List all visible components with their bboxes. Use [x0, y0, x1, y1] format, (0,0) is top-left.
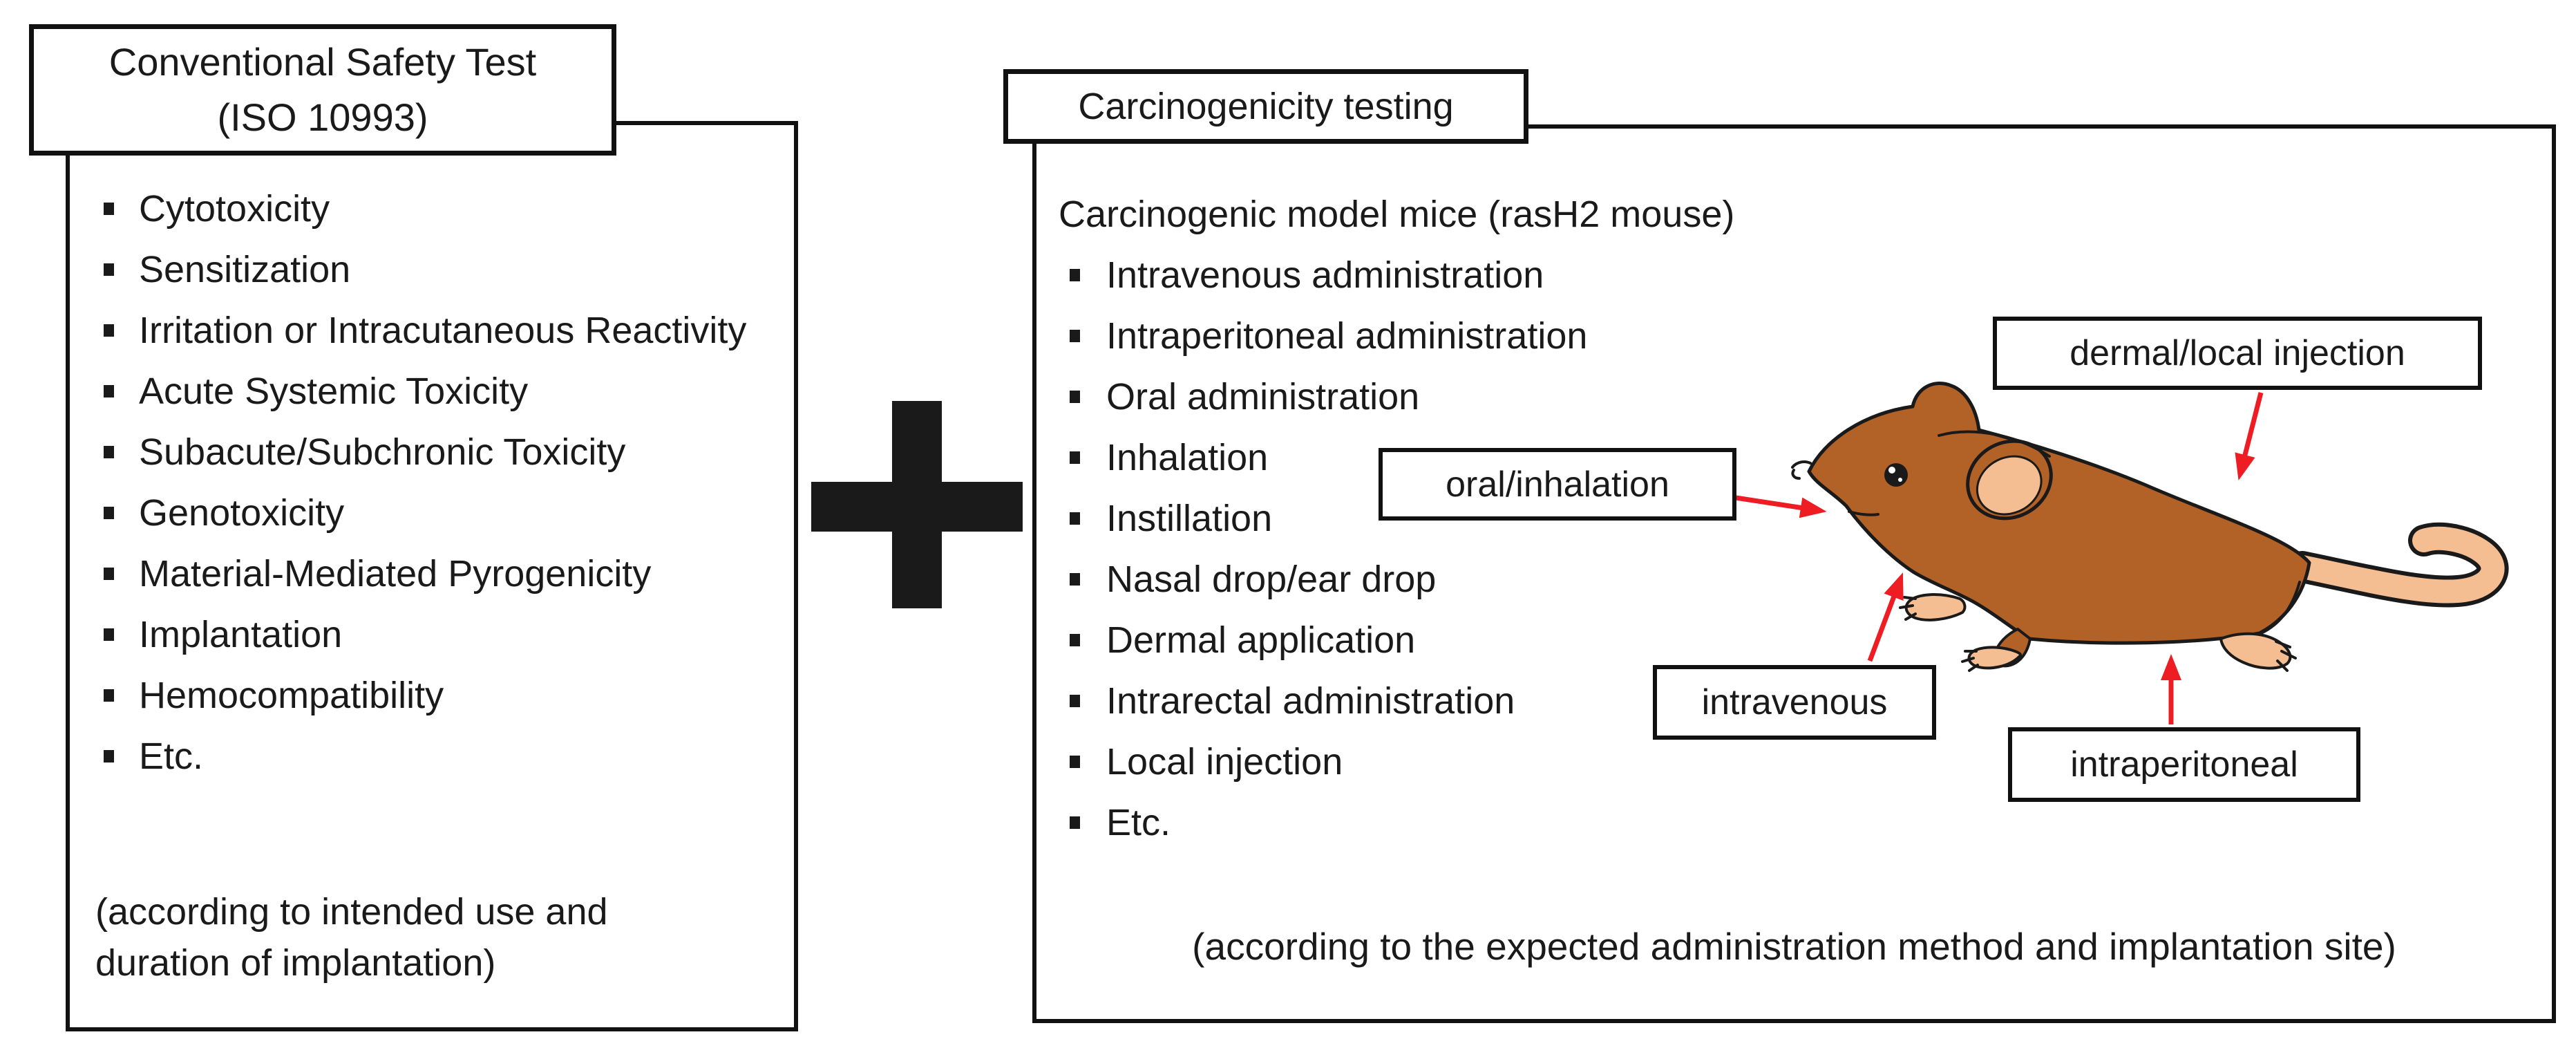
- list-item: Etc.: [104, 726, 760, 787]
- title-line: Carcinogenicity testing: [1078, 86, 1454, 127]
- intro-line: Carcinogenic model mice (rasH2 mouse): [1059, 194, 1735, 235]
- bullet-square-icon: [104, 689, 114, 702]
- bullet-square-icon: [1070, 756, 1080, 768]
- list-item: Oral administration: [1059, 366, 1734, 427]
- title-line: Conventional Safety Test: [108, 40, 537, 84]
- list-item: Dermal application: [1059, 610, 1734, 671]
- list-item: Intraperitoneal administration: [1059, 306, 1734, 366]
- carcinogenicity-content: Carcinogenic model mice (rasH2 mouse) In…: [1059, 184, 1734, 853]
- bullet-square-icon: [1070, 269, 1080, 281]
- conventional-safety-list: Cytotoxicity Sensitization Irritation or…: [104, 178, 760, 787]
- bullet-square-icon: [1070, 816, 1080, 829]
- left-panel-note: (according to intended use and duration …: [95, 886, 608, 989]
- carcinogenicity-panel: [1032, 124, 2556, 1023]
- note-line: (according to intended use and: [95, 891, 608, 933]
- list-item: Intravenous administration: [1059, 245, 1734, 306]
- bullet-square-icon: [104, 385, 114, 397]
- bullet-square-icon: [104, 507, 114, 519]
- right-panel-note: (according to the expected administratio…: [1192, 925, 2396, 968]
- bullet-square-icon: [1070, 695, 1080, 707]
- bullet-square-icon: [1070, 391, 1080, 403]
- bullet-square-icon: [1070, 451, 1080, 464]
- list-item: Inhalation: [1059, 427, 1734, 488]
- list-item: Irritation or Intracutaneous Reactivity: [104, 300, 760, 361]
- bullet-square-icon: [1070, 634, 1080, 646]
- list-item: Hemocompatibility: [104, 665, 760, 726]
- intraperitoneal-label: intraperitoneal: [2008, 727, 2360, 802]
- carcinogenicity-title-box: Carcinogenicity testing: [1003, 69, 1528, 144]
- conventional-safety-title-box: Conventional Safety Test (ISO 10993): [29, 24, 616, 156]
- list-item: Intrarectal administration: [1059, 671, 1734, 731]
- list-item: Material-Mediated Pyrogenicity: [104, 543, 760, 604]
- bullet-square-icon: [1070, 330, 1080, 342]
- intravenous-label: intravenous: [1653, 665, 1936, 740]
- bullet-square-icon: [104, 568, 114, 580]
- list-item: Instillation: [1059, 488, 1734, 549]
- list-item: Nasal drop/ear drop: [1059, 549, 1734, 610]
- list-item: Local injection: [1059, 731, 1734, 792]
- administration-list: Intravenous administration Intraperitone…: [1059, 245, 1734, 853]
- bullet-square-icon: [1070, 512, 1080, 525]
- dermal-local-injection-label: dermal/local injection: [1993, 317, 2482, 390]
- bullet-square-icon: [1070, 573, 1080, 586]
- bullet-square-icon: [104, 750, 114, 762]
- oral-inhalation-label: oral/inhalation: [1379, 448, 1736, 521]
- bullet-square-icon: [104, 628, 114, 641]
- note-line: duration of implantation): [95, 942, 496, 984]
- list-item: Cytotoxicity: [104, 178, 760, 239]
- bullet-square-icon: [104, 203, 114, 215]
- list-item: Genotoxicity: [104, 483, 760, 543]
- list-item: Acute Systemic Toxicity: [104, 361, 760, 422]
- title-line: (ISO 10993): [217, 95, 428, 139]
- bullet-square-icon: [104, 263, 114, 276]
- list-item: Sensitization: [104, 239, 760, 300]
- list-item: Implantation: [104, 604, 760, 665]
- bullet-square-icon: [104, 324, 114, 337]
- list-item: Subacute/Subchronic Toxicity: [104, 422, 760, 483]
- bullet-square-icon: [104, 446, 114, 458]
- list-item: Etc.: [1059, 792, 1734, 853]
